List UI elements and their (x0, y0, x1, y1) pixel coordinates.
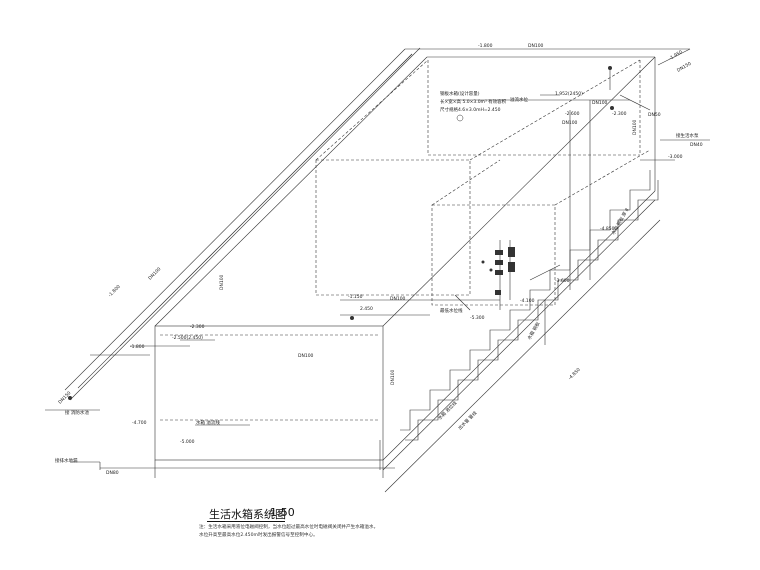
label-dn100-front-vert: DN100 (390, 369, 396, 385)
label-lvl-2500: -2.500(2.450) (172, 335, 203, 341)
label-lvl-2600: -2.600 (565, 111, 580, 117)
tank-outline-lines (45, 47, 710, 493)
label-lvl-2300: -2.300 (190, 324, 205, 330)
drawing-scale: 1:50 (270, 506, 295, 519)
label-front-label-3: 出水管 管线 (456, 409, 478, 431)
label-dn100-valve-b: DN100 (562, 120, 578, 126)
label-dn100-top: DN100 (528, 43, 544, 49)
label-lvl-3600: -3.600 (555, 278, 570, 284)
label-lvl-2450: 2.450 (360, 306, 373, 312)
label-dn100-vert-left: DN100 (219, 274, 225, 290)
label-lvl-4850: -4.850 (600, 226, 615, 232)
label-lvl-4100: -4.100 (520, 298, 535, 304)
label-right-note: 接生活水泵 (676, 132, 699, 139)
drawing-title: 生活水箱系统图 (209, 508, 286, 521)
label-dn80-bottom: DN80 (106, 470, 119, 476)
note-line-2: 水位升高至最高水位2.450m时发出报警信号至控制中心。 (199, 533, 318, 538)
label-dn100-vert-right: DN100 (632, 119, 638, 135)
label-lvl-5000: -5.000 (180, 439, 195, 445)
label-lvl-1800-left: -1.800 (107, 284, 122, 299)
label-side-label-2: 水箱 钢板 (526, 320, 542, 341)
label-dn100-left: DN100 (147, 266, 162, 281)
label-side-label-1: 水箱 钢板 厚 8 (610, 207, 631, 236)
label-dn100-front-top: DN100 (390, 296, 406, 302)
label-lvl-1952: 1.952(2450) (555, 91, 583, 97)
label-lvl-2300-b: -2.300 (612, 111, 627, 117)
label-lvl-1150: -1.150 (348, 294, 363, 300)
label-left-note: 接 消防水池 (65, 409, 89, 416)
label-dn40-right: DN40 (690, 142, 703, 148)
label-dn50-a: DN50 (648, 112, 661, 118)
label-lvl-4700: -4.700 (132, 420, 147, 426)
label-lvl-1800-top: -1.800 (478, 43, 493, 49)
label-top-level: -1.950 (668, 49, 684, 62)
label-dn100-mid: DN100 (298, 353, 314, 359)
label-inner-label-2: 最低水位线 (440, 307, 463, 314)
label-dn100-valve-a: DN100 (592, 100, 608, 106)
label-inner-label: 溢流水位 (510, 96, 528, 103)
label-lvl-3000: -3.000 (668, 154, 683, 160)
label-tank-note-2: 长×宽×高 5.0×3.0m³ 有效容积 (440, 98, 507, 105)
label-dn150-top-right: DN150 (676, 61, 692, 74)
label-bottom-note: 接排水地漏 (55, 457, 78, 464)
valve-marks (68, 66, 614, 400)
label-lvl-4850-b: -4.850 (567, 367, 582, 382)
label-front-bottom: 水箱 溢流线 (196, 419, 220, 426)
label-lvl-1800-front: -1.800 (130, 344, 145, 350)
label-lvl-5300: -5.300 (470, 315, 485, 321)
note-line-1: 注：生活水箱采用液位电磁阀控制，当水位超过最高水位时电磁阀关闭并产生水箱溢水， (199, 525, 379, 530)
label-tank-note-3: 尺寸规格4.6×3.0mH=2.450 (440, 106, 501, 113)
label-front-bottom-1: 水箱 液位线 (436, 399, 458, 421)
title-underline (207, 521, 285, 522)
label-tank-note-1: 钢板水箱(设计容量) (440, 90, 480, 97)
